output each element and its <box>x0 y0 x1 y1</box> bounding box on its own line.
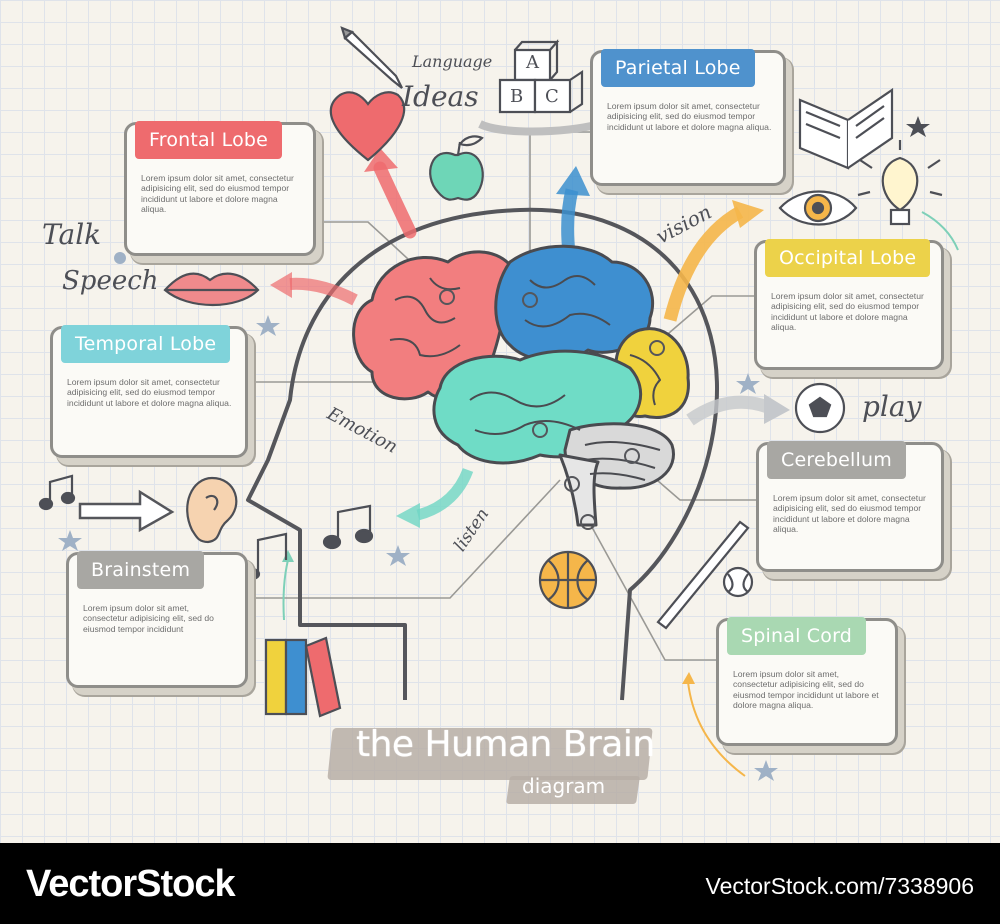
card-temporal-lobe: Temporal Lobe Lorem ipsum dolor sit amet… <box>50 325 248 458</box>
baseball-icon <box>722 566 754 598</box>
books-icon <box>264 636 342 718</box>
star-icon <box>256 315 280 336</box>
brain-stem <box>558 453 600 527</box>
card-spinal-cord: Spinal Cord Lorem ipsum dolor sit amet, … <box>716 617 898 746</box>
card-temporal-lobe-text: Lorem ipsum dolor sit amet, consectetur … <box>67 377 232 408</box>
block-letter-a: A <box>526 52 539 73</box>
word-ideas: Ideas <box>402 80 479 113</box>
card-spinal-cord-tag: Spinal Cord <box>727 617 867 655</box>
card-frontal-lobe-text: Lorem ipsum dolor sit amet, consectetur … <box>141 173 294 215</box>
connector-occipital <box>654 295 760 346</box>
stars <box>58 116 930 781</box>
brain-folds <box>389 275 661 481</box>
apple-icon <box>429 135 484 201</box>
brain-illustration <box>352 244 690 530</box>
diagram-title-block: the Human Brain diagram <box>327 710 670 810</box>
card-brainstem: Brainstem Lorem ipsum dolor sit amet, co… <box>66 551 248 688</box>
card-parietal-lobe-tag: Parietal Lobe <box>601 49 755 87</box>
abc-blocks-icon <box>478 39 601 136</box>
card-temporal-lobe-tag: Temporal Lobe <box>61 325 231 363</box>
star-icon <box>386 545 410 566</box>
lips-icon <box>163 272 260 306</box>
arrow-listen <box>416 467 474 521</box>
word-speech: Speech <box>62 266 159 296</box>
footer-bar: VectorStock VectorStock.com/7338906 <box>0 843 1000 924</box>
card-brainstem-tag: Brainstem <box>77 551 205 589</box>
card-occipital-lobe-text: Lorem ipsum dolor sit amet, consectetur … <box>771 291 924 333</box>
star-icon <box>754 760 778 781</box>
card-occipital-lobe-tag: Occipital Lobe <box>765 239 931 277</box>
soccer-ball-icon <box>794 382 846 434</box>
basketball-icon <box>538 550 598 610</box>
light-bulb-icon <box>857 140 943 226</box>
star-icon <box>58 530 82 551</box>
head-outline <box>246 207 719 701</box>
arrow-play <box>686 395 773 426</box>
card-parietal-lobe-text: Lorem ipsum dolor sit amet, consectetur … <box>607 101 772 132</box>
connector-brainstem <box>245 479 561 599</box>
music-note-icon-center <box>322 504 374 550</box>
card-cerebellum-tag: Cerebellum <box>767 441 906 479</box>
star-icon <box>736 373 760 394</box>
pencil-icon <box>340 26 403 89</box>
star-icon <box>906 116 930 137</box>
arrows <box>78 148 959 777</box>
arrow-ideas <box>373 161 417 239</box>
image-credit: VectorStock.com/7338906 <box>705 873 975 899</box>
arrow-hear <box>78 489 175 533</box>
card-frontal-lobe-tag: Frontal Lobe <box>135 121 283 159</box>
music-note-icon-left <box>38 474 76 511</box>
book-open-icon <box>798 87 894 170</box>
eye-icon <box>778 190 858 226</box>
arrow-books <box>282 559 289 621</box>
block-letter-b: B <box>510 86 524 107</box>
arrow-bulb <box>921 211 959 251</box>
card-cerebellum-text: Lorem ipsum dolor sit amet, consectetur … <box>773 493 926 535</box>
arrow-speech <box>289 277 358 306</box>
doodles <box>38 26 943 718</box>
card-cerebellum: Cerebellum Lorem ipsum dolor sit amet, c… <box>756 441 944 572</box>
ear-icon <box>186 476 238 544</box>
card-parietal-lobe: Parietal Lobe Lorem ipsum dolor sit amet… <box>590 49 786 186</box>
word-play: play <box>862 390 922 423</box>
brand-logo: VectorStock <box>26 863 236 905</box>
word-talk: Talk <box>42 218 102 251</box>
diagram-canvas: Frontal Lobe Lorem ipsum dolor sit amet,… <box>0 0 1000 843</box>
card-frontal-lobe: Frontal Lobe Lorem ipsum dolor sit amet,… <box>124 121 316 256</box>
block-letter-c: C <box>545 86 559 107</box>
word-language: Language <box>412 52 493 71</box>
heart-icon <box>329 91 406 162</box>
card-spinal-cord-text: Lorem ipsum dolor sit amet, consectetur … <box>733 669 879 711</box>
baseball-bat-icon <box>656 520 750 630</box>
arrow-spinal <box>687 681 746 777</box>
diagram-subtitle: diagram <box>522 774 606 798</box>
arrow-vision <box>663 206 744 322</box>
diagram-title: the Human Brain <box>356 724 655 765</box>
connector-spinal <box>587 519 720 661</box>
diagram-artwork <box>38 26 959 781</box>
card-brainstem-text: Lorem ipsum dolor sit amet, consectetur … <box>83 603 214 634</box>
card-occipital-lobe: Occipital Lobe Lorem ipsum dolor sit ame… <box>754 239 944 370</box>
music-note-icon-small <box>243 532 288 581</box>
